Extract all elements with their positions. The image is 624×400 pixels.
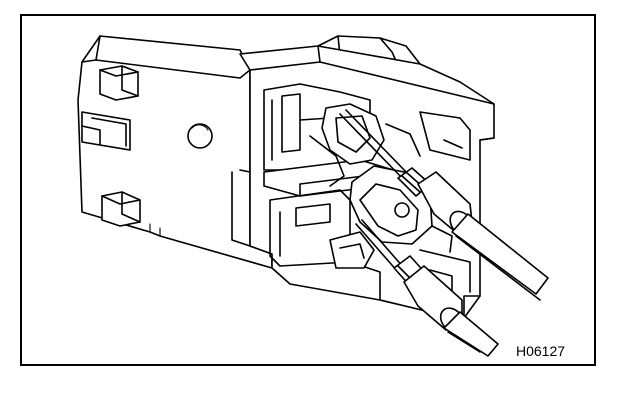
upper-cable <box>451 213 549 301</box>
middle-mounting-slot <box>81 111 131 151</box>
mounting-hole <box>187 123 213 149</box>
lower-cable <box>443 311 499 357</box>
figure-code: H06127 <box>516 343 566 359</box>
top-mounting-tab <box>99 65 139 101</box>
lower-cable-rod <box>355 219 405 273</box>
lower-pin <box>329 231 375 269</box>
bottom-mounting-tab <box>101 191 141 227</box>
lever-mechanism <box>309 103 421 187</box>
upper-cable-rod <box>339 109 411 181</box>
